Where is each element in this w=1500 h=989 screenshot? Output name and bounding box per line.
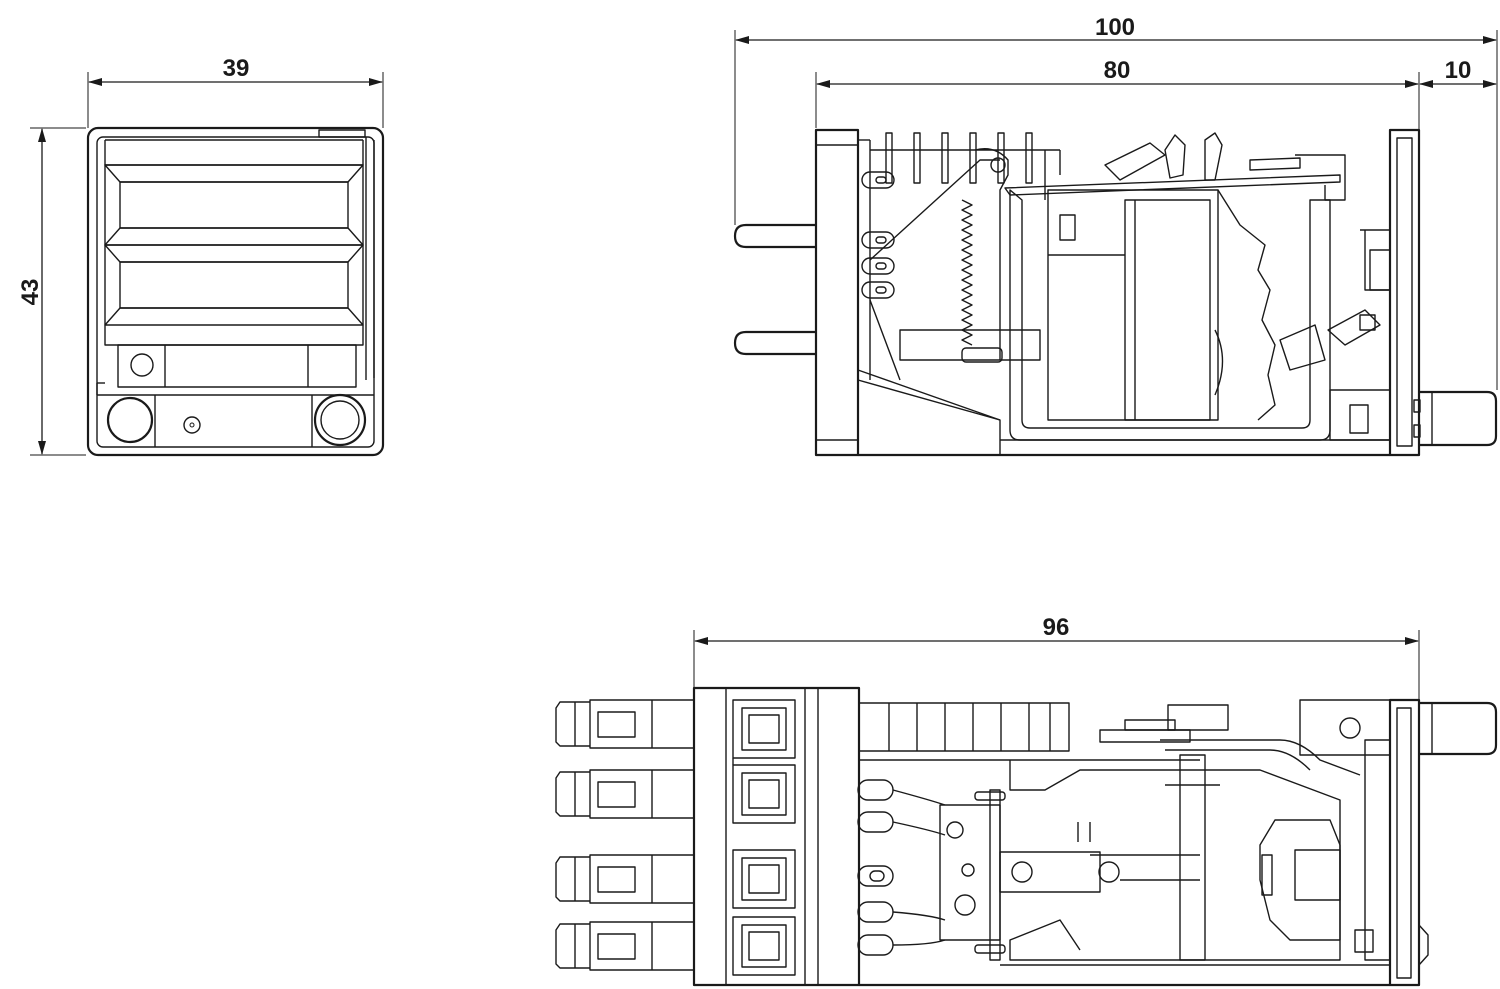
dim-side-button: 10: [1445, 57, 1472, 84]
dim-side-overall: 100: [1095, 14, 1135, 41]
dim-bottom-length: 96: [1043, 614, 1070, 641]
dim-front-width: 39: [223, 55, 250, 82]
socket-terminals: [732, 699, 796, 976]
dim-front-height: 43: [17, 279, 44, 306]
side-view: 100 80 10: [733, 14, 1498, 457]
bottom-view: 96: [555, 614, 1498, 987]
spring-coil: [961, 199, 1003, 363]
plug-pins: [555, 699, 694, 971]
front-view: 39 43: [17, 55, 385, 457]
dim-side-body: 80: [1104, 57, 1131, 84]
